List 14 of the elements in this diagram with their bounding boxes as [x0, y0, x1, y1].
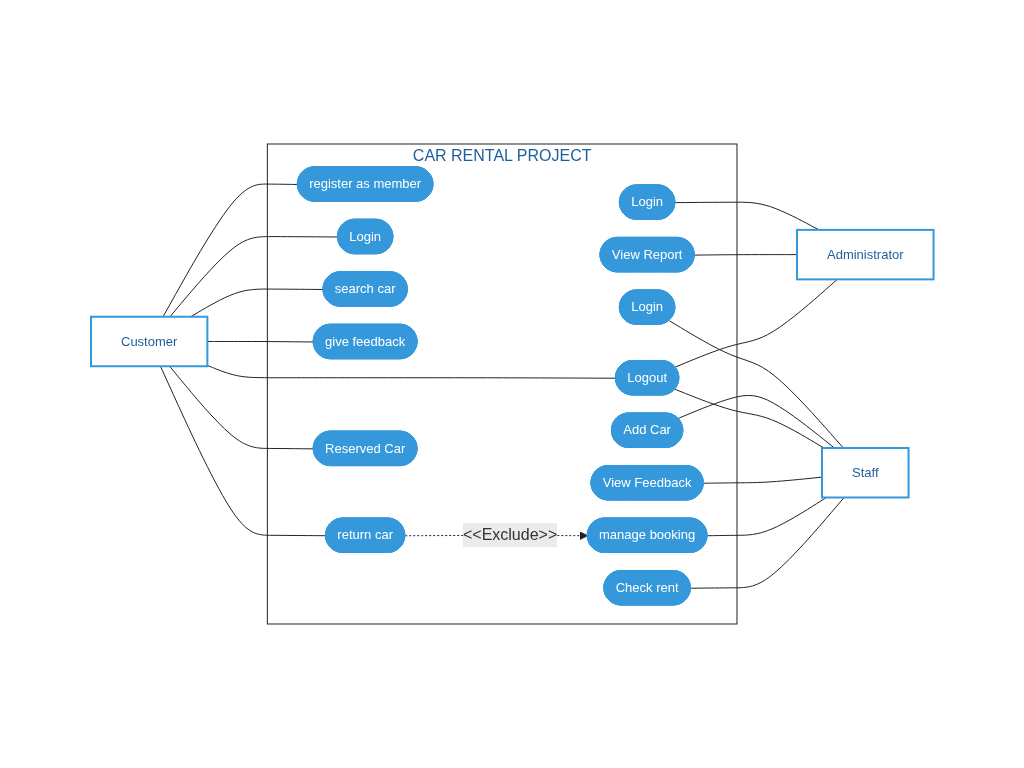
- connector: [677, 394, 835, 449]
- node-box: Administrator: [795, 228, 935, 281]
- node-box: Customer: [89, 315, 209, 368]
- connector: [162, 183, 299, 318]
- node-box: Staff: [820, 447, 910, 499]
- connector: [206, 364, 617, 379]
- connector: [690, 497, 845, 589]
- connector: [159, 365, 327, 537]
- connector: [674, 278, 838, 368]
- edge-label: <<Exclude>>: [462, 526, 557, 544]
- connector: [169, 236, 339, 318]
- connector: [668, 320, 844, 449]
- connector: [706, 497, 827, 537]
- connector: [168, 365, 314, 450]
